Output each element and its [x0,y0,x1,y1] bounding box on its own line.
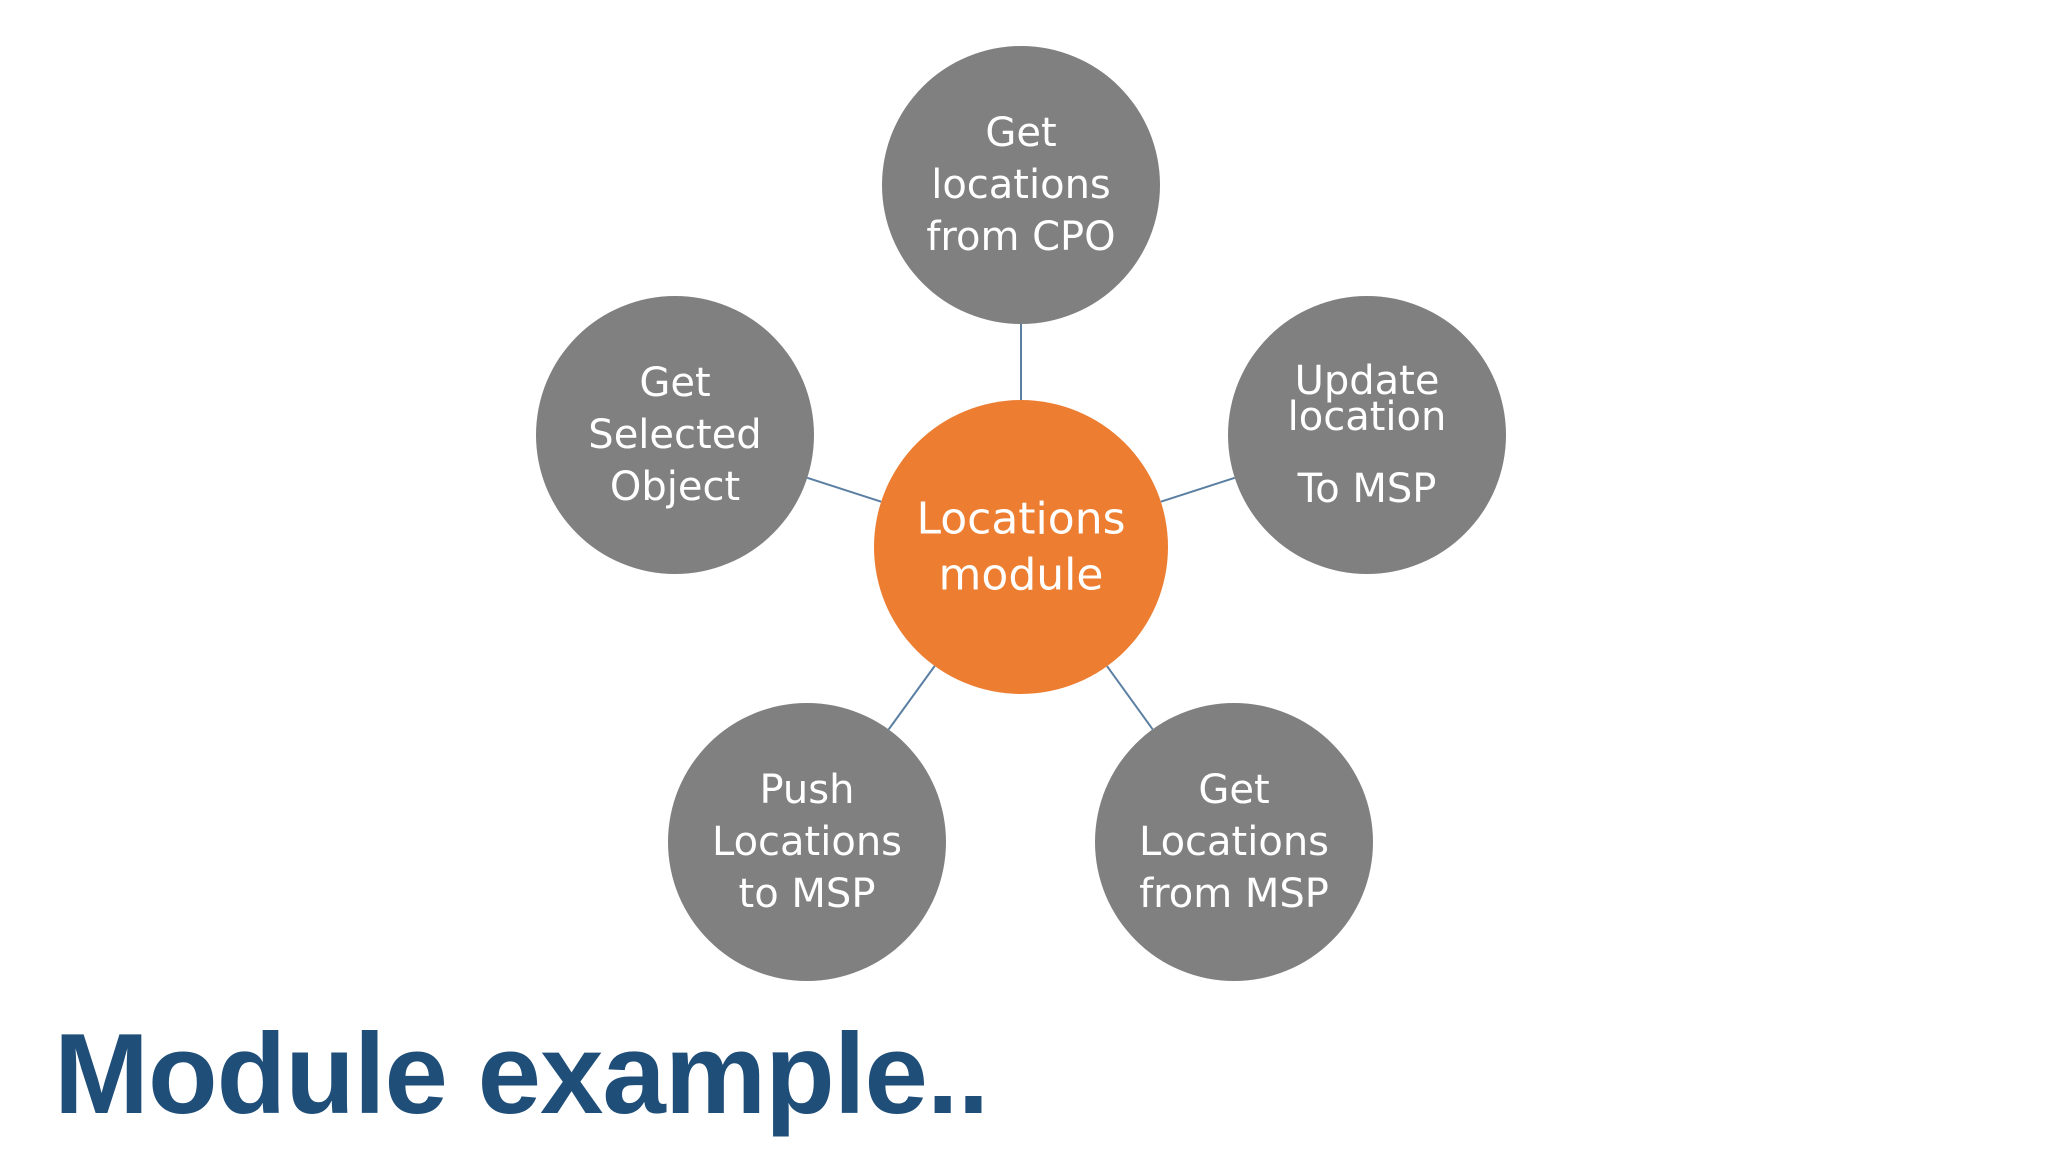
node-bottom-left-circle [668,703,946,981]
node-bottom-left-line: Locations [712,819,902,865]
node-right-line: location [1288,394,1447,440]
node-left-line: Selected [588,412,761,458]
connector-bottom-left [887,665,936,731]
connector-right [1160,476,1236,503]
node-left-line: Get [639,360,710,406]
node-right-circle [1228,296,1506,574]
node-center-line: Locations [916,494,1125,545]
node-bottom-right-line: Locations [1139,819,1329,865]
node-bottom-right-line: Get [1198,767,1269,813]
node-top-line: from CPO [926,214,1115,260]
node-left-line: Object [610,464,740,510]
node-right-line: To MSP [1297,466,1437,512]
node-top-circle [882,46,1160,324]
node-bottom-left-line: to MSP [739,871,876,917]
node-top-line: Get [985,110,1056,156]
node-bottom-right-circle [1095,703,1373,981]
slide-title: Module example.. [54,1011,989,1138]
node-left-circle [536,296,814,574]
node-right-line: Update [1295,358,1440,404]
node-bottom-left-line: Push [760,767,855,813]
node-top-line: locations [931,162,1111,208]
connector-left [806,476,882,503]
node-bottom-right-line: from MSP [1139,871,1329,917]
connectors [806,324,1236,731]
node-center-line: module [939,550,1104,601]
node-center-circle [874,400,1168,694]
node-top: Get locations from CPO [882,46,1160,324]
connector-bottom-right [1106,665,1154,730]
